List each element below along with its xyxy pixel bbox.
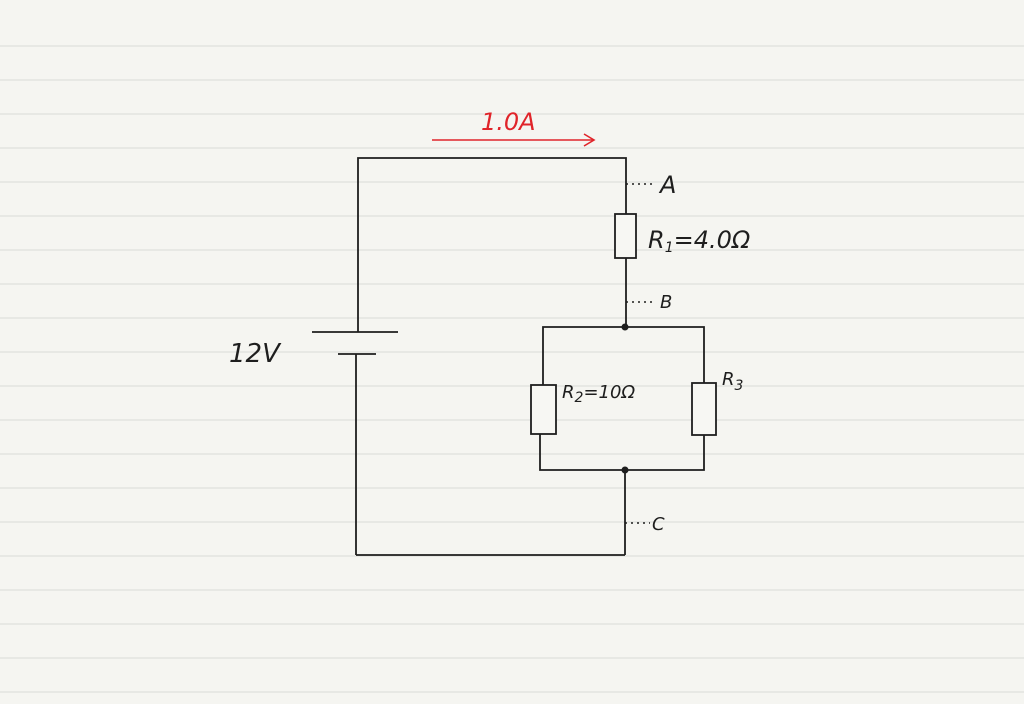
r3-subscript: 3 <box>735 378 744 394</box>
wire-left-branch-bottom <box>539 434 625 471</box>
junction-top <box>621 323 629 331</box>
r3-label: R3 <box>722 369 743 394</box>
r3-symbol: R <box>722 369 735 390</box>
circuit-wires <box>355 157 627 556</box>
r2-value: =10Ω <box>583 382 635 403</box>
resistor-r3 <box>691 382 717 436</box>
point-a-label: A <box>658 171 676 199</box>
r2-subscript: 2 <box>575 390 584 406</box>
r2-label: R2=10Ω <box>562 382 635 406</box>
wire-right-branch-bottom <box>625 435 705 471</box>
wire-left-branch-top <box>542 326 626 385</box>
parallel-branch <box>539 326 705 471</box>
r1-value: =4.0Ω <box>674 226 751 254</box>
current-arrow <box>432 133 596 147</box>
ruled-lines <box>0 45 1024 693</box>
point-c-label: C <box>652 514 665 535</box>
current-label: 1.0A <box>481 108 536 136</box>
junction-bottom <box>621 466 629 474</box>
wire-right-branch-top <box>626 326 705 383</box>
r1-subscript: 1 <box>665 240 674 256</box>
r2-symbol: R <box>562 382 575 403</box>
r1-symbol: R <box>648 226 665 254</box>
battery-voltage-label: 12V <box>229 339 282 369</box>
point-b-label: B <box>660 292 672 313</box>
wire-top <box>357 157 627 298</box>
battery-symbol <box>312 331 398 355</box>
r1-label: R1=4.0Ω <box>648 226 751 256</box>
resistor-r1 <box>614 213 637 259</box>
resistor-r2 <box>530 384 557 435</box>
